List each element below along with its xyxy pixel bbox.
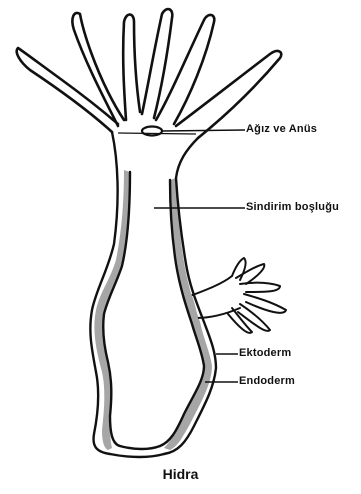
bud-tentacle-2 [236,264,264,284]
bud-tentacle-4 [244,294,286,313]
bud-tentacle-3 [240,283,280,292]
hypostome-line [118,133,196,134]
body-base [110,454,164,457]
tentacles [17,9,282,138]
mouth-opening [142,127,162,136]
label-digestive-cavity: Sindirim boşluğu [246,201,339,213]
label-mouth-anus: Ağız ve Anüs [246,123,317,135]
tentacle-center-left [123,15,140,121]
tentacle-center-right [142,9,172,118]
label-ectoderm: Ektoderm [239,347,291,359]
endoderm-left [94,170,130,450]
figure-caption: Hidra [0,466,361,482]
tentacle-left-outer [17,48,118,132]
bud-tentacle-5 [238,304,270,331]
leader-mouth [162,130,245,131]
bud-stalk [190,276,240,318]
body-base-inner [120,446,160,449]
label-endoderm: Endoderm [239,375,295,387]
